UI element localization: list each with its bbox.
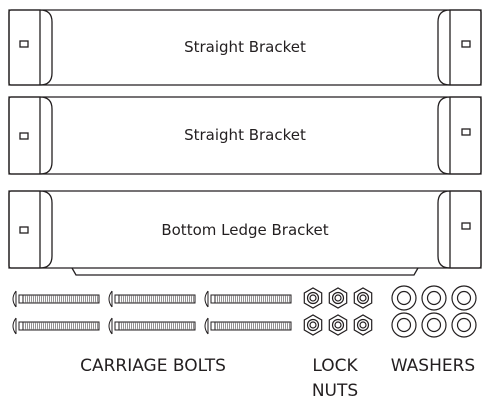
- bottom-ledge-bracket: [8, 190, 482, 276]
- carriage-bolt: [12, 317, 100, 335]
- washer: [451, 285, 477, 311]
- bracket-left-slot: [19, 132, 29, 140]
- bolt-head: [204, 290, 209, 308]
- washer: [451, 312, 477, 338]
- bracket-2-label: Straight Bracket: [184, 126, 306, 144]
- washers-label: WASHERS: [390, 356, 476, 376]
- carriage-bolt: [12, 290, 100, 308]
- washer: [391, 285, 417, 311]
- lock-nut: [353, 314, 373, 336]
- carriage-bolt: [204, 290, 292, 308]
- bolt-head: [108, 317, 113, 335]
- carriage-bolt: [108, 290, 196, 308]
- bracket-right-slot: [461, 40, 471, 48]
- bracket-right-end-cap: [437, 96, 482, 175]
- bracket-left-end-cap: [8, 9, 53, 86]
- bolt-head: [12, 290, 17, 308]
- washers: [391, 285, 477, 338]
- bracket-left-slot: [19, 226, 29, 234]
- carriage-bolt: [204, 317, 292, 335]
- bracket-right-slot: [461, 222, 471, 230]
- bracket-1-label: Straight Bracket: [184, 38, 306, 56]
- bracket-right-end-cap: [437, 190, 482, 269]
- lock-nuts-label-line2: NUTS: [311, 381, 359, 401]
- bracket-right-slot: [461, 128, 471, 136]
- lock-nut: [303, 287, 323, 309]
- washer: [421, 312, 447, 338]
- bolt-head: [12, 317, 17, 335]
- lock-nuts: [303, 287, 373, 336]
- washer: [391, 312, 417, 338]
- carriage-bolt: [108, 317, 196, 335]
- lock-nuts-label-line1: LOCK: [312, 356, 358, 376]
- carriage-bolts: [12, 290, 292, 335]
- straight-bracket-1: [8, 9, 482, 86]
- bracket-3-label: Bottom Ledge Bracket: [161, 221, 329, 239]
- bracket-left-end-cap: [8, 190, 53, 269]
- bracket-ledge: [71, 267, 419, 276]
- carriage-bolts-label: CARRIAGE BOLTS: [80, 356, 226, 376]
- lock-nut: [328, 287, 348, 309]
- straight-bracket-2: [8, 96, 482, 175]
- lock-nut: [303, 314, 323, 336]
- bracket-right-end-cap: [437, 9, 482, 86]
- lock-nut: [328, 314, 348, 336]
- bolt-head: [108, 290, 113, 308]
- lock-nut: [353, 287, 373, 309]
- bracket-left-end-cap: [8, 96, 53, 175]
- bolt-head: [204, 317, 209, 335]
- washer: [421, 285, 447, 311]
- bracket-left-slot: [19, 40, 29, 48]
